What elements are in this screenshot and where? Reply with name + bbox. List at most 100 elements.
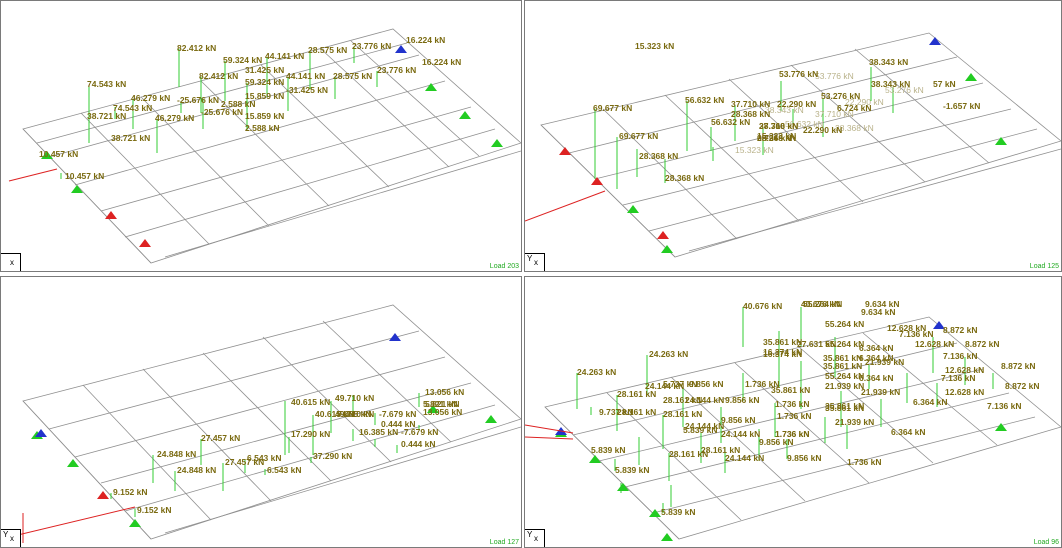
- load-value-label: 74.543 kN: [87, 79, 126, 89]
- load-value-label: 38.343 kN: [765, 105, 804, 115]
- load-value-label: 24.144 kN: [725, 453, 764, 463]
- load-value-label: 23.776 kN: [377, 65, 416, 75]
- load-value-label: 35.861 kN: [771, 385, 810, 395]
- load-value-label: 44.141 kN: [265, 51, 304, 61]
- load-value-label: 21.939 kN: [865, 357, 904, 367]
- axis-x-glyph: x: [534, 258, 538, 267]
- load-value-label: 9.634 kN: [861, 307, 896, 317]
- load-value-label: 6.543 kN: [247, 453, 282, 463]
- load-value-label: 69.677 kN: [593, 103, 632, 113]
- load-value-label: 22.290 kN: [777, 99, 816, 109]
- load-value-label: 24.263 kN: [577, 367, 616, 377]
- load-value-label: 53.776 kN: [779, 69, 818, 79]
- load-value-label: 7.136 kN: [941, 373, 976, 383]
- load-value-label: 56.632 kN: [711, 117, 750, 127]
- load-value-label: 38.343 kN: [869, 57, 908, 67]
- plate-grid: [544, 316, 1061, 540]
- plate-grid: [22, 304, 521, 540]
- load-value-label: 38.721 kN: [87, 111, 126, 121]
- load-value-label: 35.861 kN: [825, 403, 864, 413]
- load-value-label: 28.161 kN: [669, 449, 708, 459]
- load-value-label: 12.628 kN: [887, 323, 926, 333]
- load-value-label: 27.457 kN: [201, 433, 240, 443]
- load-value-label: 28.368 kN: [665, 173, 704, 183]
- load-value-label: 1.736 kN: [745, 379, 780, 389]
- load-value-label: 10.457 kN: [39, 149, 78, 159]
- load-value-label: -1.657 kN: [943, 101, 980, 111]
- load-value-label: 28.575 kN: [333, 71, 372, 81]
- load-value-label: 9.856 kN: [725, 395, 760, 405]
- load-value-label: 7.136 kN: [943, 351, 978, 361]
- axis-triad-icon: Y x: [1, 529, 21, 547]
- load-value-label: 15.323 kN: [757, 131, 796, 141]
- load-value-label: 28.575 kN: [308, 45, 347, 55]
- load-value-label: 28.161 kN: [617, 407, 656, 417]
- load-value-label: -25.676 kN: [177, 95, 219, 105]
- load-value-label: -25.676 kN: [201, 107, 243, 117]
- load-value-label: 82.412 kN: [177, 43, 216, 53]
- load-arrows: [594, 67, 894, 189]
- load-value-label: 49.710 kN: [335, 393, 374, 403]
- load-case-tag: Load 203: [489, 263, 519, 270]
- load-value-label: 74.543 kN: [113, 103, 152, 113]
- axis-triad-icon: Y x: [525, 529, 545, 547]
- load-value-label: 31.425 kN: [245, 65, 284, 75]
- load-value-label: 8.872 kN: [965, 339, 1000, 349]
- load-value-label: 24.263 kN: [649, 349, 688, 359]
- load-value-label: 37.710 kN: [759, 121, 798, 131]
- supports: [1, 333, 497, 543]
- load-value-label: 5.737 kN: [663, 379, 698, 389]
- load-value-label: 9.152 kN: [137, 505, 172, 515]
- load-value-label: 9.856 kN: [689, 379, 724, 389]
- load-value-label: 7.136 kN: [987, 401, 1022, 411]
- load-value-label: 55.264 kN: [803, 299, 842, 309]
- supports: [8, 45, 503, 247]
- load-value-label: 15.859 kN: [245, 111, 284, 121]
- load-value-label: 1.736 kN: [775, 429, 810, 439]
- load-value-label: 35.861 kN: [763, 337, 802, 347]
- load-value-label: 8.872 kN: [1005, 381, 1040, 391]
- plate-grid: [540, 32, 1061, 258]
- plate-grid: [22, 28, 521, 264]
- load-value-label: 23.776 kN: [352, 41, 391, 51]
- load-value-label: 28.368 kN: [835, 123, 874, 133]
- load-value-label: 40.615 kN: [315, 409, 354, 419]
- load-value-label: 38.343 kN: [871, 79, 910, 89]
- load-value-label: 16.374 kN: [763, 347, 802, 357]
- load-value-label: 15.323 kN: [635, 41, 674, 51]
- load-value-label: 22.290 kN: [845, 97, 884, 107]
- load-value-label: 35.861 kN: [823, 361, 862, 371]
- load-value-label: 21.939 kN: [825, 381, 864, 391]
- load-value-label: 28.368 kN: [757, 133, 796, 143]
- load-value-label: 59.324 kN: [223, 55, 262, 65]
- load-value-label: 28.368 kN: [759, 121, 798, 131]
- load-value-label: 6.364 kN: [859, 373, 894, 383]
- load-value-label: 37.290 kN: [313, 451, 352, 461]
- supports: [525, 37, 1007, 253]
- load-value-label: 9.856 kN: [759, 437, 794, 447]
- load-value-label: 38.721 kN: [111, 133, 150, 143]
- load-value-label: 57 kN: [933, 79, 956, 89]
- load-value-label: 28.161 kN: [663, 409, 702, 419]
- axis-triad-icon: Y x: [525, 253, 545, 271]
- load-value-label: 53.276 kN: [821, 91, 860, 101]
- load-value-label: 5.821 kN: [423, 399, 458, 409]
- load-value-label: 40.615 kN: [291, 397, 330, 407]
- load-value-label: 6.724 kN: [837, 103, 872, 113]
- load-value-label: 24.144 kN: [685, 421, 724, 431]
- load-value-label: 6.364 kN: [859, 343, 894, 353]
- axis-y-glyph: Y: [3, 530, 9, 539]
- load-value-label: 12.628 kN: [915, 339, 954, 349]
- load-value-label: 9.737 kN: [599, 407, 634, 417]
